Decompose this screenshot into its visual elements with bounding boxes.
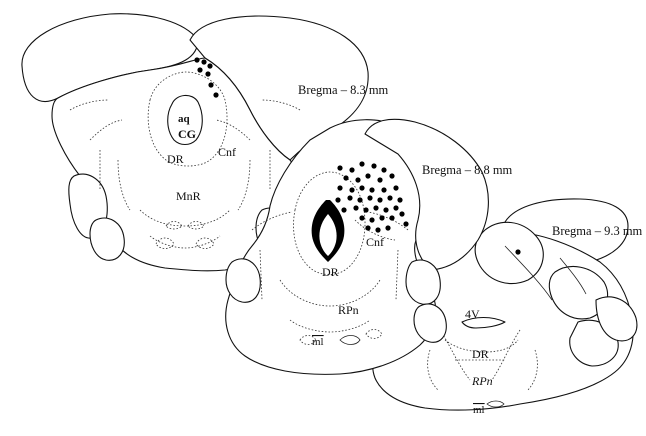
section-1-bregma-label: Bregma – 8.3 mm [298,83,389,97]
section-2-labeled-cell [373,205,378,210]
section-2-labeled-cell [355,177,360,182]
section-2-labeled-cell [389,173,394,178]
section-2-label-cnf: Cnf [366,235,384,249]
section-2-labeled-cell [349,187,354,192]
section-1-label-aq: aq [178,113,191,125]
section-3-label-dr: DR [472,347,489,361]
section-2-labeled-cell [367,195,372,200]
section-1-label-mnr: MnR [176,189,201,203]
section-2-labeled-cell [337,165,342,170]
section-2-labeled-cell [359,185,364,190]
section-2-labeled-cell [359,161,364,166]
section-2-labeled-cell [387,195,392,200]
section-2-labeled-cell [399,211,404,216]
section-2-labeled-cell [369,187,374,192]
section-2-labeled-cell [377,177,382,182]
section-1-labeled-cell [197,67,202,72]
section-2-label-rpn: RPn [338,303,359,317]
section-2-labeled-cell [379,215,384,220]
section-2-labeled-cell [375,227,380,232]
section-1-labeled-cell [207,63,212,68]
section-2-labeled-cell [381,187,386,192]
section-2-labeled-cell [393,185,398,190]
section-2-labeled-cell [357,197,362,202]
section-2-bregma-label: Bregma – 8.8 mm [422,163,513,177]
section-3-label-rpn: RPn [471,374,493,388]
section-2-labeled-cell [365,173,370,178]
section-1-labeled-cell [201,59,206,64]
section-2-labeled-cell [335,197,340,202]
section-2-labeled-cell [397,197,402,202]
section-2-labeled-cell [393,205,398,210]
section-2-labeled-cell [359,215,364,220]
section-2-labeled-cell [363,207,368,212]
section-2-labeled-cell [353,205,358,210]
section-2-labeled-cell [365,225,370,230]
section-2-labeled-cell [337,185,342,190]
section-2-labeled-cell [341,207,346,212]
section-2-labeled-cell [347,195,352,200]
section-1-label-dr: DR [167,152,184,166]
section-1-labeled-cell [208,82,213,87]
section-2-labeled-cell [349,167,354,172]
section-2-labeled-cell [403,221,408,226]
section-1-label-cnf: Cnf [218,145,236,159]
section-1-labeled-cell [205,71,210,76]
section-2-labeled-cell [385,225,390,230]
section-2-labeled-cell [381,167,386,172]
section-2-labeled-cell [369,217,374,222]
section-3-labeled-cell [515,249,520,254]
section-2-labeled-cell [377,197,382,202]
section-2-label-dr: DR [322,265,339,279]
section-1-label-cg: CG [178,127,196,141]
section-2-labeled-cell [371,163,376,168]
section-2-label-ml: ml [312,336,324,348]
section-2-labeled-cell [343,175,348,180]
section-3-label-4v: 4V [465,307,480,321]
section-2-labeled-cell [389,215,394,220]
section-1-labeled-cell [194,57,199,62]
section-3-label-ml: ml [473,404,485,416]
section-2-left-flap [226,259,260,302]
section-1-labeled-cell [213,92,218,97]
section-2-labeled-cell [383,207,388,212]
section-3-bregma-label: Bregma – 9.3 mm [552,224,643,238]
